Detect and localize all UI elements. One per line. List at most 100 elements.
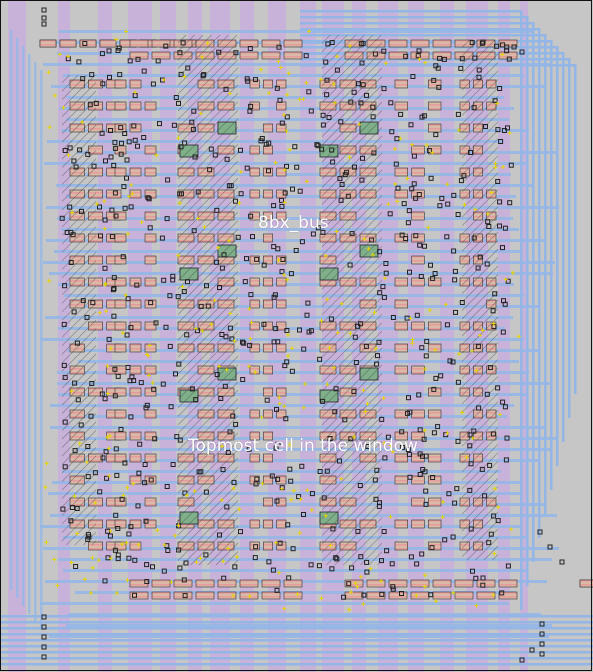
contact-square (135, 143, 140, 149)
diffusion-cell (428, 145, 442, 155)
via-marker (226, 546, 231, 551)
contact-square (345, 193, 351, 199)
via-markers (43, 29, 521, 612)
via-marker (366, 246, 371, 251)
contact-square (118, 125, 124, 131)
diffusion-cell (498, 591, 518, 600)
contact-square (428, 592, 434, 598)
contact-square (167, 343, 173, 349)
contact-square (93, 100, 99, 106)
metal-track (66, 96, 504, 99)
contact-square (468, 526, 474, 532)
contact-square (419, 551, 425, 557)
contact-square (490, 308, 496, 314)
contact-square (124, 175, 129, 181)
via-marker (90, 555, 95, 560)
via-marker (107, 433, 112, 438)
contact-square (253, 544, 259, 550)
contact-square (176, 547, 182, 553)
via-marker (162, 542, 167, 547)
diffusion-cell (239, 579, 259, 588)
cell-name-label: 8bx_bus (258, 213, 329, 233)
via-marker (260, 481, 265, 486)
contact-square (128, 204, 134, 210)
contact-square (222, 383, 228, 389)
contact-square (238, 191, 244, 197)
contact-square (279, 197, 284, 203)
diffusion-cell (144, 431, 157, 441)
contact-square (423, 501, 429, 507)
diffusion-cell (411, 321, 425, 331)
contact-square (111, 286, 117, 291)
contact-square (486, 540, 492, 546)
contact-square (424, 338, 430, 344)
contact-square (170, 277, 176, 283)
metal-track (66, 624, 552, 627)
contact-square (405, 410, 410, 416)
via-marker (107, 473, 112, 478)
contact-square (467, 432, 473, 438)
route-wire (300, 22, 532, 25)
contact-square (370, 104, 376, 110)
via-marker (216, 245, 220, 250)
contact-square (359, 60, 365, 66)
via-marker (44, 461, 49, 466)
diffusion-cell (144, 255, 157, 265)
contact-square (108, 154, 114, 160)
via-marker (286, 354, 291, 358)
diffusion-cell (114, 277, 127, 287)
via-marker (108, 346, 113, 351)
via-marker (105, 391, 110, 396)
contact-square (92, 470, 98, 476)
contact-square (266, 168, 271, 174)
contact-square (330, 159, 336, 165)
contact-square (112, 366, 118, 372)
route-wire (22, 46, 25, 606)
diffusion-cell (144, 233, 157, 243)
contact-square (423, 488, 429, 494)
contact-square (174, 434, 180, 440)
via-marker (319, 318, 324, 323)
contact-square (152, 436, 158, 442)
route-wire (300, 52, 562, 55)
contact-square (305, 300, 311, 306)
diffusion-cell (263, 519, 273, 529)
via-marker (460, 410, 464, 415)
contact-square (238, 147, 243, 153)
route-wire (562, 52, 565, 442)
via-marker (282, 606, 287, 611)
contact-square (97, 489, 103, 495)
contact-square (78, 422, 84, 428)
contact-square (124, 332, 130, 338)
contact-square (185, 279, 190, 285)
diffusion-cell (411, 255, 425, 265)
diffusion-cell (263, 211, 273, 221)
contact-square (495, 385, 501, 391)
diffusion-cell (283, 579, 303, 588)
contact-square (435, 65, 441, 71)
route-wire (300, 28, 538, 31)
contact-square (408, 122, 414, 128)
route-wire (532, 22, 535, 562)
route-wire (300, 10, 520, 13)
diffusion-cell (263, 497, 273, 507)
diffusion-cell (249, 343, 260, 353)
contact-square (67, 145, 73, 151)
contact-square (85, 151, 91, 157)
diffusion-cell (129, 591, 149, 600)
contact-square (308, 108, 314, 114)
via-marker (339, 476, 344, 481)
diffusion-cell (129, 431, 142, 441)
diffusion-cell (151, 51, 171, 60)
contact-square (353, 360, 359, 365)
contact-square (380, 284, 386, 290)
contact-square (299, 463, 305, 469)
contact-square (131, 378, 137, 383)
contact-square (279, 120, 285, 126)
contact-square (328, 316, 334, 322)
contact-square (357, 483, 363, 488)
contact-square (99, 51, 105, 57)
route-wire (520, 10, 523, 610)
